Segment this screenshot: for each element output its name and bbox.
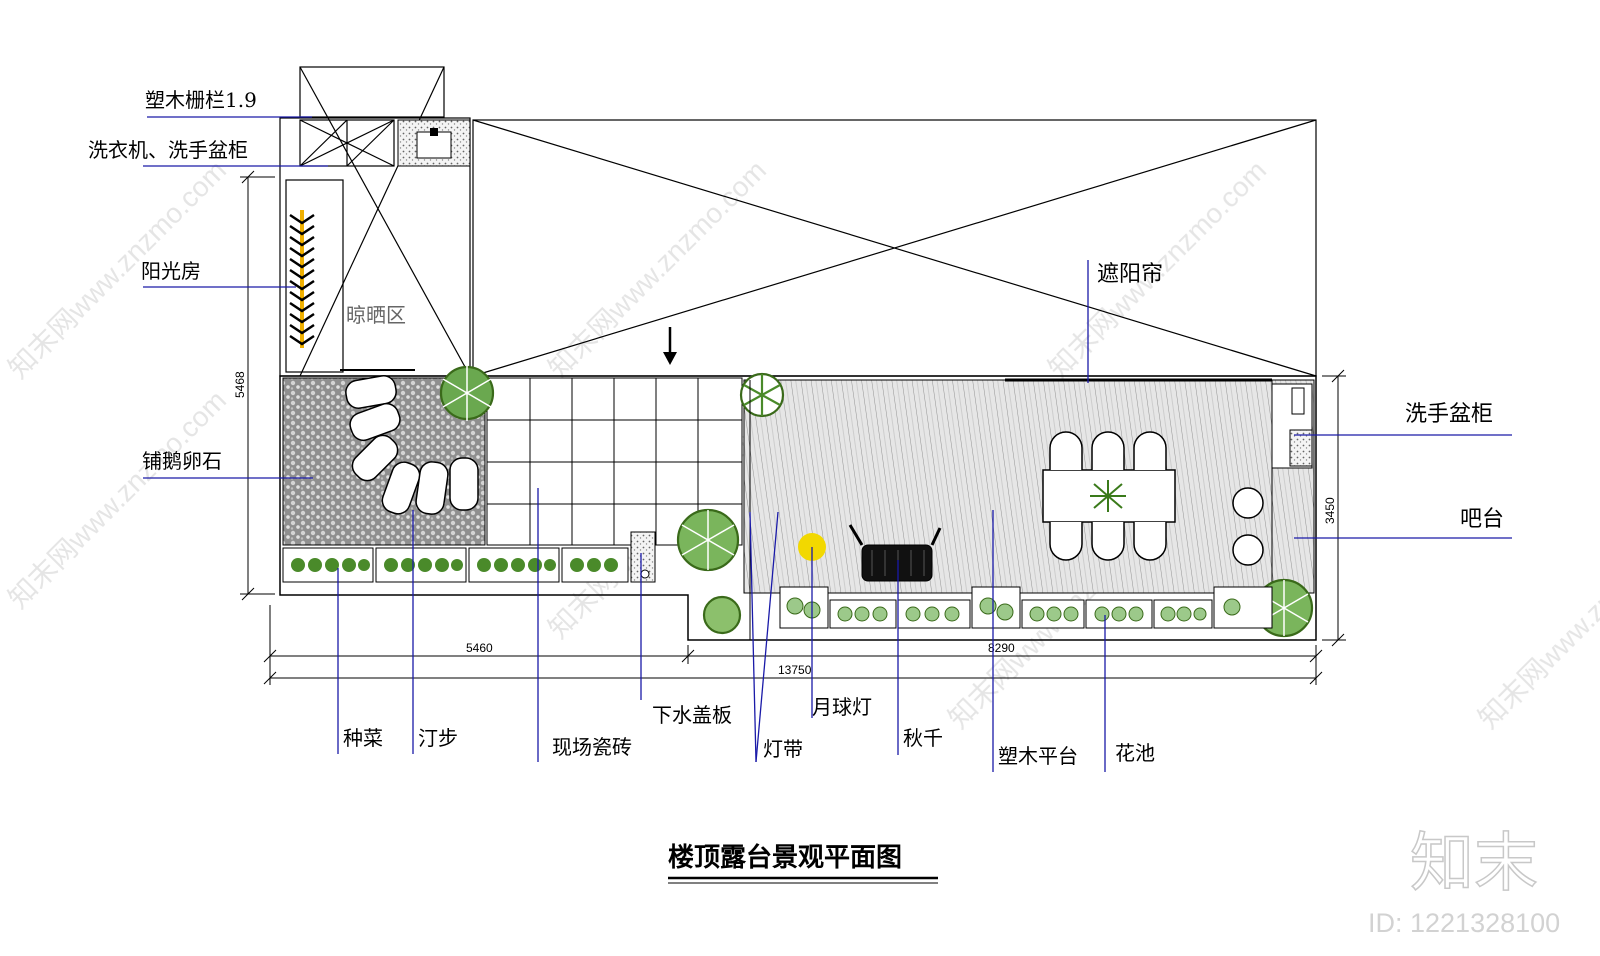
dimension-right-height: 3450 — [1323, 497, 1337, 524]
dimension-right-width: 8290 — [988, 641, 1015, 655]
stepping-stones — [345, 375, 479, 515]
tree-icon — [739, 372, 785, 418]
watermark-text: 知末网www.znzmo.com — [1472, 504, 1600, 734]
leader-lines — [143, 116, 1512, 772]
dimension-lines — [240, 170, 1346, 685]
label-sunroom: 阳光房 — [141, 259, 201, 283]
label-wood-deck: 塑木平台 — [998, 744, 1078, 768]
label-planter: 花池 — [1115, 741, 1155, 765]
label-pebbles: 铺鹅卵石 — [142, 449, 222, 473]
dimension-left-width: 5460 — [466, 641, 493, 655]
structures — [279, 66, 471, 377]
label-washer-cabinet: 洗衣机、洗手盆柜 — [88, 138, 248, 162]
table-plant-icon — [1090, 480, 1126, 512]
label-awning: 遮阳帘 — [1097, 262, 1163, 287]
terrace-outline — [279, 375, 1317, 641]
plant-icons — [439, 365, 1314, 638]
label-fence: 塑木栅栏1.9 — [145, 88, 257, 112]
swing — [848, 524, 942, 582]
watermark-logo: 知末 — [1410, 827, 1538, 899]
vegetable-plants — [291, 558, 618, 572]
label-tiles: 现场瓷砖 — [552, 735, 632, 759]
label-stepping-stones: 汀步 — [418, 726, 458, 750]
watermark-text: 知末网www.znzmo.com — [542, 154, 772, 384]
sunroom-inner — [285, 179, 344, 373]
wash-basin — [416, 131, 452, 159]
heater-icon — [289, 210, 315, 348]
label-drain-cover: 下水盖板 — [652, 703, 732, 727]
label-moon-lamp: 月球灯 — [812, 695, 872, 719]
label-swing: 秋千 — [903, 726, 943, 750]
basin-counter-right — [1289, 429, 1313, 467]
label-vegetables: 种菜 — [343, 726, 383, 750]
dimension-total-width: 13750 — [778, 663, 812, 677]
tree-icon — [676, 508, 740, 572]
wood-deck — [743, 379, 1273, 594]
faucet — [430, 128, 438, 136]
watermark-id: ID: 1221328100 — [1368, 908, 1560, 938]
dining-set — [1042, 431, 1176, 561]
label-basin-cabinet: 洗手盆柜 — [1405, 402, 1493, 427]
drying-area-label: 晾晒区 — [346, 303, 406, 327]
flower-plants — [786, 597, 1241, 622]
watermark-text: 知末网www.znzmo.com — [2, 384, 232, 614]
label-light-strip: 灯带 — [763, 737, 803, 761]
label-bar: 吧台 — [1460, 507, 1504, 532]
top-box — [299, 66, 445, 118]
shrub-icon — [702, 595, 742, 635]
dimension-left-height: 5468 — [233, 371, 247, 398]
tree-icon — [439, 365, 495, 421]
bar-stools — [1232, 487, 1264, 566]
drawing-title: 楼顶露台景观平面图 — [668, 842, 902, 873]
entry-arrow-icon — [663, 327, 677, 365]
